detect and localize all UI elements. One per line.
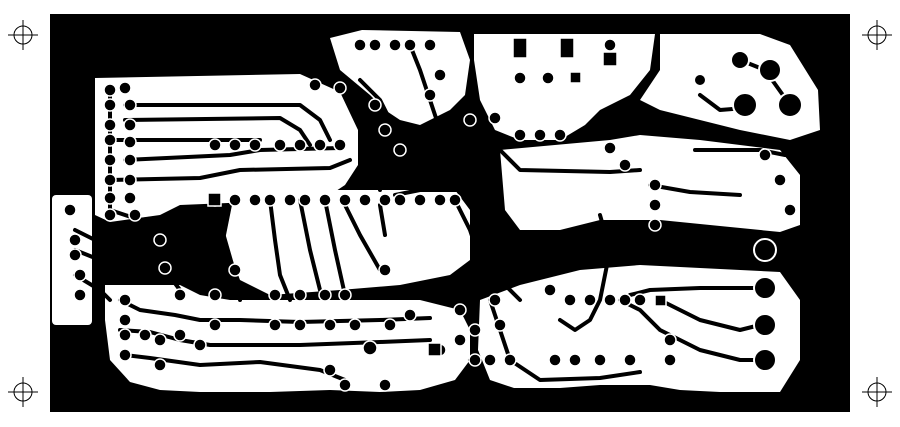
board-label: C/ESR meter (133, 74, 296, 102)
board-label-group: C/ESR meter (133, 74, 296, 102)
solder-pads (63, 38, 797, 392)
registration-mark-bottom-left (8, 377, 38, 407)
registration-mark-top-right (862, 20, 892, 50)
square-pads (207, 37, 667, 357)
connector-pads (693, 50, 803, 372)
registration-mark-bottom-right (862, 377, 892, 407)
registration-mark-top-left (8, 20, 38, 50)
